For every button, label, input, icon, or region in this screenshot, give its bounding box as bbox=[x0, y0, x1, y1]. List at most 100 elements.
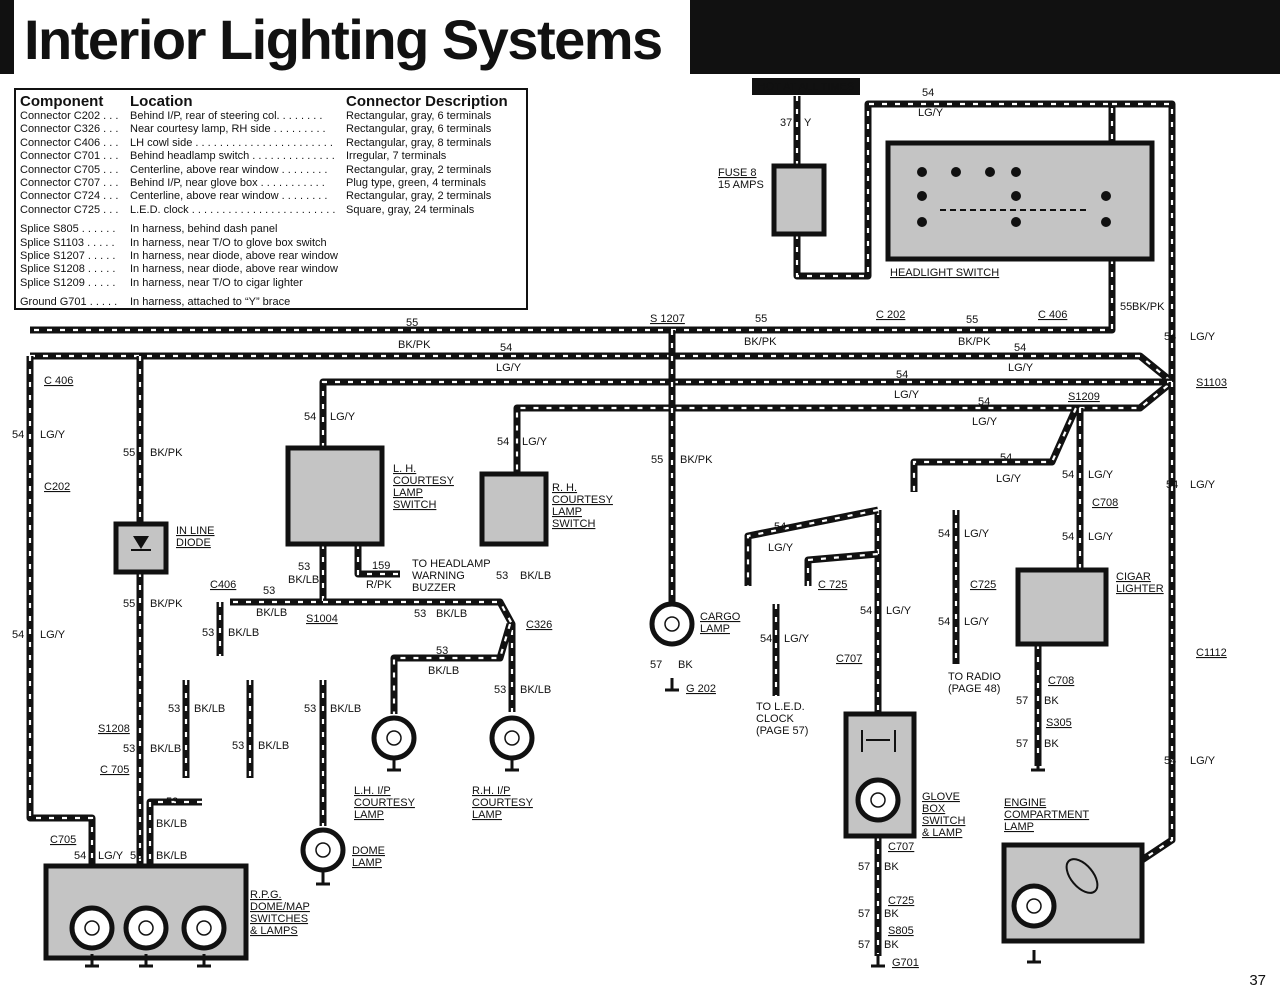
dome-lamp-filament bbox=[315, 842, 331, 858]
wire-label: 54 bbox=[12, 429, 24, 441]
lh-courtesy-switch-label: SWITCH bbox=[393, 499, 436, 511]
legend-component: Connector C724 . . . bbox=[20, 190, 119, 203]
lh-ip-courtesy-label: L.H. I/P bbox=[354, 785, 391, 797]
lh-courtesy-switch-label: COURTESY bbox=[393, 475, 455, 487]
wire-label: 55 bbox=[1120, 301, 1132, 313]
glove-box-lamp bbox=[855, 777, 901, 823]
rh-courtesy-switch-label: R. H. bbox=[552, 482, 577, 494]
legend-location: Behind headlamp switch . . . . . . . . .… bbox=[130, 150, 335, 163]
lh-courtesy-switch-box bbox=[285, 445, 385, 547]
wire-label: 55 bbox=[406, 317, 418, 329]
lh-ip-courtesy-lamp-filament bbox=[386, 730, 402, 746]
wire-label: 37 bbox=[780, 117, 792, 129]
wire-label: 54 bbox=[938, 616, 950, 628]
legend-description: Irregular, 7 terminals bbox=[346, 150, 447, 163]
wire-label: BK/LB bbox=[156, 850, 187, 862]
cargo-lamp-label: LAMP bbox=[700, 623, 730, 635]
wire-label: LG/Y bbox=[98, 850, 124, 862]
glove-box-switch bbox=[861, 730, 896, 752]
connector-label: C 705 bbox=[100, 764, 129, 776]
wire-label: 55 bbox=[123, 598, 135, 610]
legend-header-component: Component bbox=[20, 93, 104, 110]
wire-label: BK/LB bbox=[330, 703, 361, 715]
engine-lamp-label: ENGINE bbox=[1004, 797, 1046, 809]
legend-component: Connector C701 . . . bbox=[20, 150, 119, 163]
legend-component: Connector C326 . . . bbox=[20, 123, 119, 136]
wire-label: BK/LB bbox=[150, 743, 181, 755]
rpg-lamp-filament bbox=[196, 920, 212, 936]
wire-label: 159 bbox=[372, 560, 390, 572]
rh-ip-courtesy-lamp bbox=[489, 715, 535, 761]
legend-component: Splice S1209 . . . . . bbox=[20, 276, 116, 289]
wire-label: 53 bbox=[168, 703, 180, 715]
legend-description: Square, gray, 24 terminals bbox=[346, 203, 475, 216]
connector-label: C 202 bbox=[876, 309, 905, 321]
diode-label: DIODE bbox=[176, 537, 211, 549]
wire-label: 55 bbox=[123, 447, 135, 459]
wire-label: 54 bbox=[896, 369, 908, 381]
page-number: 37 bbox=[1249, 972, 1266, 989]
wire-label: 54 bbox=[1062, 531, 1074, 543]
rpg-lamp-filament bbox=[84, 920, 100, 936]
wire-label: LG/Y bbox=[886, 605, 912, 617]
legend-row: Splice S805 . . . . . .In harness, behin… bbox=[20, 223, 522, 236]
wire-label: 54 bbox=[500, 342, 512, 354]
connector-label: C707 bbox=[836, 653, 862, 665]
connector-label: C 725 bbox=[818, 579, 847, 591]
title-bar bbox=[690, 0, 1280, 74]
legend-component: Splice S1103 . . . . . bbox=[20, 236, 115, 249]
legend-location: In harness, near T/O to glove box switch bbox=[130, 236, 327, 249]
rpg-lamp bbox=[123, 905, 169, 951]
wire-label: LG/Y bbox=[894, 389, 920, 401]
glove-box-label: BOX bbox=[922, 803, 946, 815]
wire-label: 54 bbox=[12, 629, 24, 641]
wire-label: 57 bbox=[858, 861, 870, 873]
wire-label: BK/LB bbox=[156, 818, 187, 830]
wire-label: 54 bbox=[774, 521, 786, 533]
wire-label: 53 bbox=[304, 703, 316, 715]
cargo-lamp bbox=[649, 601, 695, 647]
connector-label: S805 bbox=[888, 925, 914, 937]
wire-label: LG/Y bbox=[964, 616, 990, 628]
legend-connectors: Connector C202 . . .Behind I/P, rear of … bbox=[20, 110, 522, 217]
legend-row: Splice S1208 . . . . .In harness, near d… bbox=[20, 263, 522, 276]
connector-label: C1112 bbox=[1196, 647, 1227, 659]
legend-description: Plug type, green, 4 terminals bbox=[346, 177, 487, 190]
wire-label: BK/LB bbox=[256, 607, 287, 619]
rpg-switches-label: R.P.G. bbox=[250, 889, 282, 901]
to-radio-label: TO RADIO bbox=[948, 671, 1001, 683]
rpg-lamp bbox=[181, 905, 227, 951]
wire-label: BK/PK bbox=[958, 336, 991, 348]
hot-at-all-times-label: HOT AT ALL TIMES bbox=[758, 81, 855, 93]
wire-label: LG/Y bbox=[40, 629, 66, 641]
wire-label: 53 bbox=[123, 743, 135, 755]
headlamp-buzzer-label: BUZZER bbox=[412, 582, 456, 594]
rh-courtesy-switch-box bbox=[479, 471, 549, 547]
dome-lamp bbox=[300, 827, 346, 873]
wire-label: LG/Y bbox=[784, 633, 810, 645]
wire-label: 54 bbox=[1000, 452, 1012, 464]
wire-label: BK/LB bbox=[228, 627, 259, 639]
wire-label: 57 bbox=[1016, 695, 1028, 707]
legend-location: In harness, near diode, above rear windo… bbox=[130, 250, 338, 263]
led-clock-label: TO L.E.D. bbox=[756, 701, 805, 713]
wire-label: 54 bbox=[1164, 755, 1176, 767]
wire bbox=[319, 378, 1172, 448]
rh-courtesy-switch-label: LAMP bbox=[552, 506, 582, 518]
rpg-lamp-filament bbox=[138, 920, 154, 936]
connector-label: C 406 bbox=[1038, 309, 1067, 321]
wire-label: 54 bbox=[922, 87, 934, 99]
wire-label: BK/PK bbox=[398, 339, 431, 351]
wire-stripe bbox=[806, 552, 879, 586]
dome-lamp-label: LAMP bbox=[352, 857, 382, 869]
wire-label: 53 bbox=[496, 570, 508, 582]
wire-label: BK/LB bbox=[428, 665, 459, 677]
glove-box-lamp-filament bbox=[870, 792, 886, 808]
legend-location: L.E.D. clock . . . . . . . . . . . . . .… bbox=[130, 203, 336, 216]
legend-location: Centerline, above rear window . . . . . … bbox=[130, 190, 328, 203]
headlight-switch-label: HEADLIGHT SWITCH bbox=[890, 267, 999, 279]
legend-header-location: Location bbox=[130, 93, 193, 110]
rpg-switches-label: SWITCHES bbox=[250, 913, 308, 925]
